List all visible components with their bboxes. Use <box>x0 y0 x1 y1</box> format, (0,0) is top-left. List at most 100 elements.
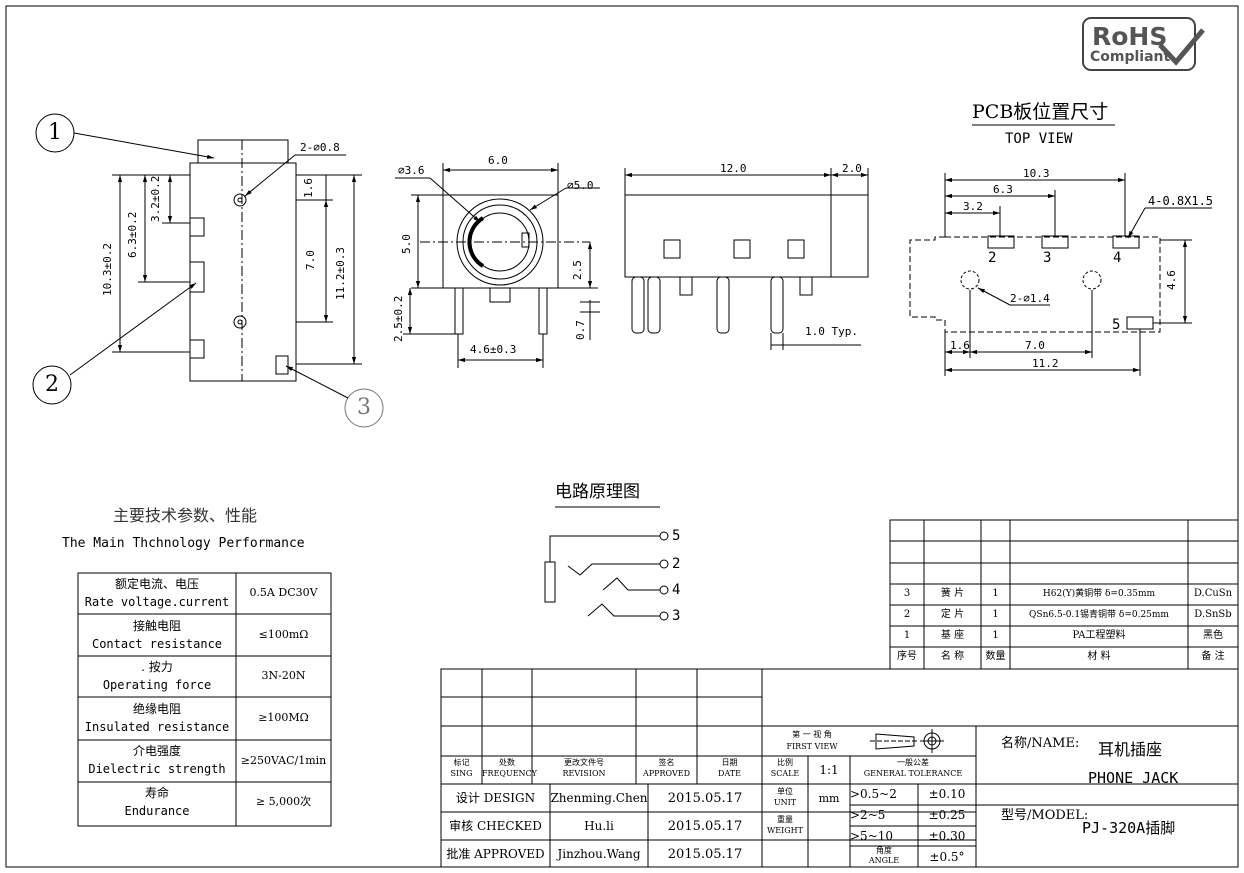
spec-en: Contact resistance <box>91 637 223 651</box>
bom-no: 1 <box>903 630 911 641</box>
bom-no: 3 <box>903 588 911 599</box>
dim-5-0: 5.0 <box>400 234 413 254</box>
tb-freq-en: FREQUENCY <box>482 769 537 778</box>
spec-en: Endurance <box>124 804 190 818</box>
tb-scale-en: SCALE <box>770 769 800 778</box>
tb-tolerance-en: GENERAL TOLERANCE <box>863 769 963 778</box>
spec-value: 0.5A DC30V <box>249 586 318 599</box>
pcb-pin-3: 3 <box>1043 250 1052 266</box>
tb-unit-en: UNIT <box>773 798 797 807</box>
bom-note: D.CuSn <box>1193 588 1233 599</box>
dim-10-3: 10.3±0.2 <box>101 243 114 296</box>
spec-cn: 接触电阻 <box>132 619 181 633</box>
pcb-dim-1-6: 1.6 <box>950 339 970 352</box>
tb-weight: 重量 <box>777 815 793 824</box>
pcb-dim-7-0: 7.0 <box>1025 339 1045 352</box>
pcb-slot-dim: 4-0.8X1.5 <box>1148 194 1214 208</box>
bom-qty: 1 <box>992 630 999 641</box>
pcb-pin-2: 2 <box>988 250 997 266</box>
tb-approved-label: 批准 APPROVED <box>446 847 545 861</box>
tb-angle: 角度 <box>876 846 892 855</box>
spec-en: Insulated resistance <box>84 720 230 734</box>
tb-angle-en: ANGLE <box>868 856 900 865</box>
spec-cn: 介电强度 <box>132 744 181 758</box>
spec-cn: . 按力 <box>141 660 173 674</box>
dim-4-6: 4.6±0.3 <box>470 343 517 356</box>
pcb-pin-4: 4 <box>1113 250 1122 266</box>
bom-material: QSn6.5-0.1锡青铜带 δ=0.25mm <box>1029 610 1169 620</box>
spec-row-param: 额定电流、电压 Rate voltage.current <box>78 573 236 614</box>
tb-design-date: 2015.05.17 <box>667 791 743 806</box>
tb-approved-date: 2015.05.17 <box>667 847 743 862</box>
tb-tol-value-3: ±0.30 <box>928 829 966 843</box>
dim-6-0: 6.0 <box>488 154 508 167</box>
dim-dia-3-6: ⌀3.6 <box>398 164 425 177</box>
tb-date-en: DATE <box>718 769 741 778</box>
tb-scale-value: 1:1 <box>819 763 839 777</box>
dim-2-5: 2.5 <box>571 260 584 280</box>
bom-note: 黑色 <box>1203 630 1223 641</box>
bom-material: H62(Y)黄铜带 δ=0.35mm <box>1042 589 1156 599</box>
tb-rev: 更改文件号 <box>564 758 604 767</box>
tb-scale: 比例 <box>777 758 793 767</box>
tb-rev-en: REVISION <box>562 769 606 778</box>
spec-cn: 绝缘电阻 <box>132 702 181 716</box>
top-view-label: TOP VIEW <box>1005 131 1073 147</box>
spec-title-cn: 主要技术参数、性能 <box>113 506 258 525</box>
tb-tol-range-3: >5~10 <box>850 829 894 843</box>
circuit-pin-2: 2 <box>672 556 681 572</box>
spec-en: Rate voltage.current <box>84 595 230 609</box>
spec-value: ≥100MΩ <box>258 711 309 724</box>
dim-11-2: 11.2±0.3 <box>334 247 347 300</box>
tb-appr: 签名 <box>658 758 675 767</box>
bom-name: 定 片 <box>940 609 965 620</box>
rohs-logo <box>1082 17 1205 71</box>
pcb-dim-4-6: 4.6 <box>1165 270 1178 290</box>
circuit-diagram <box>544 506 669 621</box>
bom-header-no: 序号 <box>897 651 917 662</box>
dim-2-0: 2.0 <box>842 162 862 175</box>
title-block-grid <box>440 668 1239 868</box>
tb-mark: 标记 <box>453 758 470 767</box>
tb-checker: Hu.li <box>584 819 614 833</box>
callout-3: 3 <box>357 395 371 420</box>
tb-freq: 处数 <box>499 758 515 767</box>
bom-material: PA工程塑料 <box>1072 630 1126 641</box>
callout-2: 2 <box>45 372 59 397</box>
pcb-layout-view <box>909 124 1212 376</box>
dim-7-0: 7.0 <box>304 250 317 270</box>
dim-dia-5-0: ⌀5.0 <box>567 179 594 192</box>
bom-header-name: 名 称 <box>940 651 965 662</box>
bom-qty: 1 <box>992 588 999 599</box>
tb-tol-value-angle: ±0.5° <box>929 850 965 864</box>
tb-first-view: 第 一 视 角 <box>792 730 832 739</box>
tb-name-label: 名称/NAME: <box>1001 736 1080 751</box>
pcb-pin-5: 5 <box>1112 317 1121 333</box>
bom-name: 基 座 <box>940 630 965 641</box>
tb-unit: 单位 <box>777 787 793 796</box>
dim-6-3: 6.3±0.2 <box>126 211 139 258</box>
dim-12-0: 12.0 <box>720 162 747 175</box>
pcb-hole-dim: 2-⌀1.4 <box>1010 292 1050 305</box>
tb-name-en: PHONE JACK <box>1088 769 1179 787</box>
spec-value: 3N-20N <box>261 669 306 682</box>
dim-1-0-typ: 1.0 Typ. <box>805 325 858 338</box>
spec-en: Dielectric strength <box>88 762 226 776</box>
pcb-dim-6-3: 6.3 <box>993 183 1013 196</box>
callout-1: 1 <box>48 120 62 145</box>
pcb-dim-10-3: 10.3 <box>1023 167 1050 180</box>
tb-checked-date: 2015.05.17 <box>667 819 743 834</box>
pcb-title: PCB板位置尺寸 <box>972 101 1109 123</box>
tb-tol-range-2: >2~5 <box>850 808 886 822</box>
spec-cn: 额定电流、电压 <box>114 577 199 591</box>
dim-1-6: 1.6 <box>302 178 315 198</box>
bom-header-qty: 数量 <box>985 651 1006 662</box>
tb-approver: Jinzhou.Wang <box>557 847 641 861</box>
bom-note: D.SnSb <box>1194 609 1232 620</box>
tb-first-view-en: FIRST VIEW <box>786 742 838 751</box>
pcb-dim-3-2: 3.2 <box>963 200 983 213</box>
spec-cn: 寿命 <box>144 786 169 800</box>
bom-header-note: 备 注 <box>1201 651 1225 662</box>
spec-title-en: The Main Thchnology Performance <box>62 536 305 551</box>
